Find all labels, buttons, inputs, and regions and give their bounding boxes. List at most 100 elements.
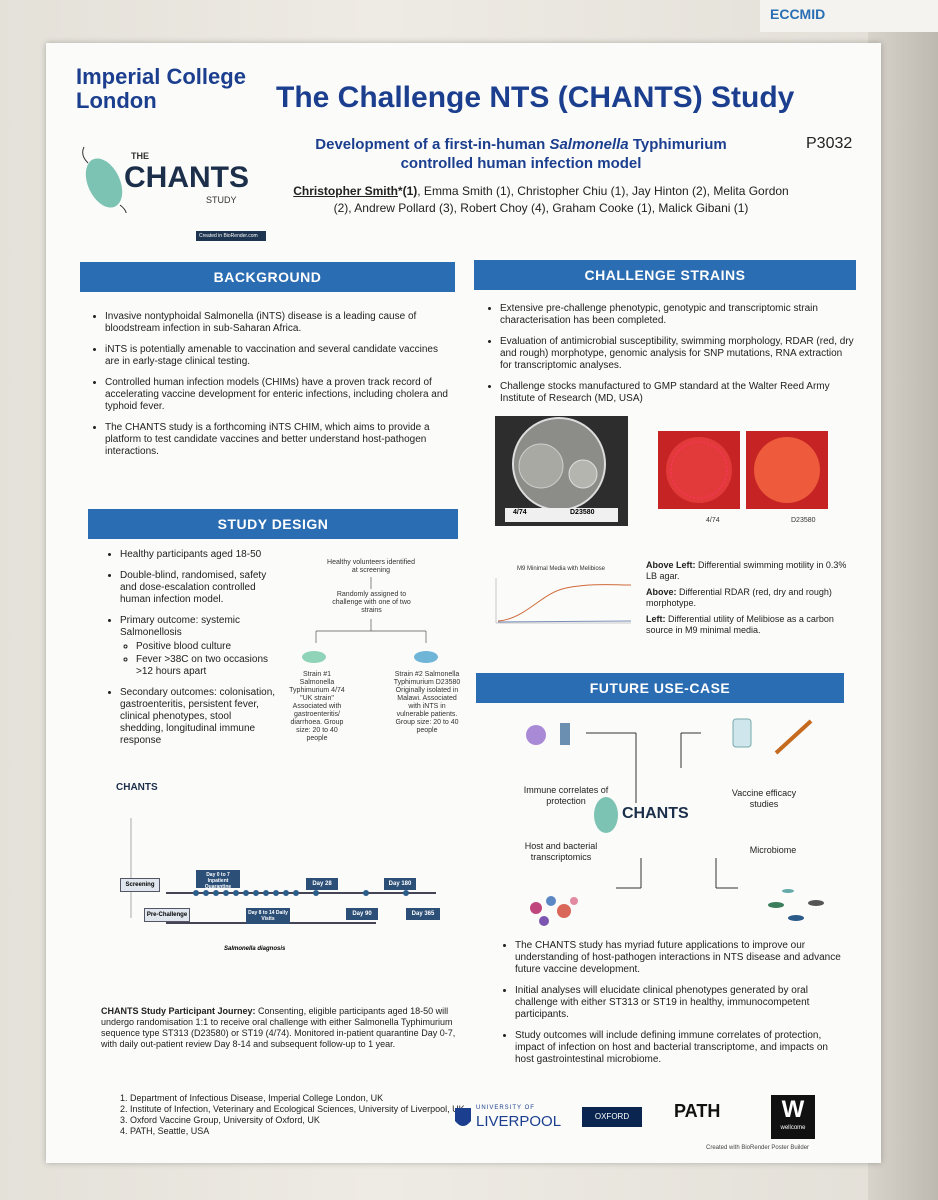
plate-label: D23580 — [570, 509, 595, 516]
journey-day365: Day 365 — [406, 908, 440, 920]
background-item: Controlled human infection models (CHIMs… — [105, 377, 451, 413]
journey-prechallenge: Pre-Challenge — [144, 908, 190, 922]
caption-melibiose: Left: Differential utility of Melibiose … — [646, 614, 851, 636]
design-item: Primary outcome: systemic Salmonellosis … — [120, 615, 276, 678]
flow-mid: Randomly assigned to challenge with one … — [332, 591, 411, 614]
future-heading: FUTURE USE-CASE — [476, 673, 844, 703]
chants-logo: THE CHANTS STUDY — [76, 143, 249, 218]
immune-cell-icon — [526, 725, 546, 745]
rdar-label: D23580 — [791, 517, 816, 524]
wellcome-w-icon: W — [781, 1096, 805, 1123]
transcriptomics-icon — [530, 896, 578, 926]
challenge-item: Challenge stocks manufactured to GMP sta… — [500, 381, 856, 405]
challenge-captions: Above Left: Differential swimming motili… — [646, 560, 851, 636]
rdar-photo-1 — [658, 431, 740, 509]
author-list: Christopher Smith*(1), Emma Smith (1), C… — [291, 183, 791, 217]
conference-badge: ECCMID — [760, 0, 938, 32]
future-label-vaccine: Vaccine efficacy studies — [731, 788, 797, 809]
strain-2-desc: Strain #2 Salmonella Typhimurium D23580 … — [393, 671, 461, 734]
challenge-item: Evaluation of antimicrobial susceptibili… — [500, 336, 856, 372]
future-list: The CHANTS study has myriad future appli… — [501, 940, 841, 1075]
challenge-strains-list: Extensive pre-challenge phenotypic, geno… — [486, 303, 856, 414]
petri-dish-icon — [512, 417, 606, 511]
caption-text: Differential RDAR (red, dry and rough) m… — [646, 587, 832, 608]
oxford-logo: OXFORD — [582, 1107, 642, 1127]
participant-journey-diagram: CHANTS Screening Pre-Challenge Day 0 to … — [106, 778, 461, 978]
study-design-heading: STUDY DESIGN — [88, 509, 458, 539]
affiliation-item: Institute of Infection, Veterinary and E… — [130, 1104, 476, 1115]
future-connector-lines — [526, 718, 824, 926]
rdar-label: 4/74 — [706, 517, 720, 524]
chants-logo-name: CHANTS — [124, 161, 249, 194]
future-label-immune: Immune correlates of protection — [523, 785, 609, 806]
poster: Imperial College London The Challenge NT… — [46, 43, 881, 1163]
caption-bold: Above Left: — [646, 560, 696, 570]
journey-screening: Screening — [120, 878, 160, 892]
rdar-colony-icon — [754, 437, 820, 503]
co-authors: , Emma Smith (1), Christopher Chiu (1), … — [333, 184, 789, 215]
syringe-icon — [774, 719, 813, 755]
caption-swimming: Above Left: Differential swimming motili… — [646, 560, 851, 582]
conference-name: ECCMID — [770, 6, 826, 22]
design-item-text: Primary outcome: systemic Salmonellosis — [120, 615, 241, 638]
plate-label: 4/74 — [513, 509, 527, 516]
subtitle-part: Development of a first-in-human — [315, 136, 550, 153]
growth-chart-title: M9 Minimal Media with Melibiose — [516, 566, 606, 572]
chants-logo-the: THE — [131, 151, 149, 161]
chants-logo-study: STUDY — [206, 195, 237, 205]
poster-title: The Challenge NTS (CHANTS) Study — [276, 81, 795, 114]
caption-text: Differential swimming motility in 0.3% L… — [646, 560, 847, 581]
affiliation-item: PATH, Seattle, USA — [130, 1126, 476, 1137]
chants-mini-logo-icon — [594, 797, 618, 833]
flow-arrows — [302, 577, 438, 663]
rdar-photo-2 — [746, 431, 828, 509]
plate-label-bar — [505, 508, 618, 522]
flow-top: Healthy volunteers identified at screeni… — [327, 559, 415, 574]
background-item: iNTS is potentially amenable to vaccinat… — [105, 344, 451, 368]
design-item: Double-blind, randomised, safety and dos… — [120, 570, 276, 606]
vaccine-vial-icon — [732, 718, 752, 748]
lead-author: Christopher Smith — [293, 184, 398, 198]
path-logo: PATH — [674, 1101, 721, 1121]
antibody-icon — [560, 723, 570, 745]
future-item: The CHANTS study has myriad future appli… — [515, 940, 841, 976]
journey-day90: Day 90 — [346, 908, 378, 920]
liverpool-name: LIVERPOOL — [476, 1113, 562, 1130]
caption-text: Differential utility of Melibiose as a c… — [646, 614, 834, 635]
future-item: Initial analyses will elucidate clinical… — [515, 985, 841, 1021]
challenge-strains-heading: CHALLENGE STRAINS — [474, 260, 856, 290]
design-item: Secondary outcomes: colonisation, gastro… — [120, 687, 276, 747]
journey-caption: CHANTS Study Participant Journey: Consen… — [101, 1006, 461, 1050]
future-label-host: Host and bacterial transcriptomics — [524, 841, 598, 862]
primary-sub-item: Positive blood culture — [136, 641, 276, 653]
affiliations: Department of Infectious Disease, Imperi… — [116, 1093, 476, 1137]
affiliation-item: Oxford Vaccine Group, University of Oxfo… — [130, 1115, 476, 1126]
background-heading: BACKGROUND — [80, 262, 455, 292]
design-item: Healthy participants aged 18-50 — [120, 549, 276, 561]
rdar-colony-icon — [666, 437, 732, 503]
lead-author-affiliation: *(1) — [397, 184, 418, 198]
wellcome-logo: W wellcome — [771, 1095, 815, 1139]
caption-rdar: Above: Differential RDAR (red, dry and r… — [646, 587, 851, 609]
primary-sub-item: Fever >38C on two occasions >12 hours ap… — [136, 654, 276, 678]
journey-quarantine: Day 0 to 7 Inpatient Quarantine — [196, 870, 240, 890]
background-item: The CHANTS study is a forthcoming iNTS C… — [105, 422, 451, 458]
liverpool-crest-icon — [455, 1108, 471, 1126]
wellcome-name: wellcome — [780, 1125, 806, 1131]
future-chants-name: CHANTS — [622, 805, 689, 822]
liverpool-logo: UNIVERSITY OF LIVERPOOL — [454, 1103, 564, 1135]
caption-bold: Left: — [646, 614, 666, 624]
growth-curve-plot — [495, 578, 632, 624]
subtitle-italic: Salmonella — [549, 136, 629, 153]
future-label-microbiome: Microbiome — [749, 845, 797, 855]
subtitle-part: Typhimurium controlled human infection m… — [400, 136, 727, 172]
journey-diagnosis: Salmonella diagnosis — [224, 946, 286, 952]
growth-curve-chart: M9 Minimal Media with Melibiose — [486, 565, 636, 635]
poster-number: P3032 — [806, 135, 853, 152]
journey-logo: CHANTS — [116, 782, 158, 793]
institution-logo: Imperial College London — [76, 64, 246, 113]
caption-text: Consenting, eligible participants aged 1… — [101, 1006, 456, 1049]
journey-day180: Day 180 — [384, 878, 416, 890]
background-item: Invasive nontyphoidal Salmonella (iNTS) … — [105, 311, 451, 335]
future-item: Study outcomes will include defining imm… — [515, 1030, 841, 1066]
